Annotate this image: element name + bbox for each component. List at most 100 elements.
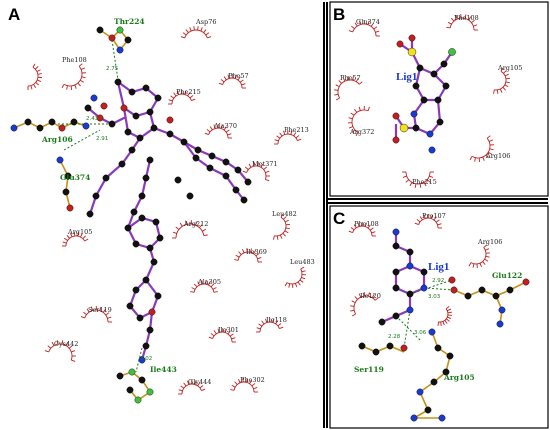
panel-letter-b: B: [333, 5, 345, 24]
carbon-atom: [154, 292, 162, 300]
carbon-atom: [152, 218, 160, 226]
carbon-atom: [412, 124, 420, 132]
nitrogen-atom: [416, 388, 424, 396]
carbon-atom: [372, 348, 380, 356]
panel-c-residue-bonds: [361, 281, 527, 419]
hydrophobic-contact-arc: [44, 340, 76, 362]
residue-label: Phe108: [454, 14, 479, 22]
nitrogen-atom: [138, 356, 146, 364]
ligand-label: Lig1: [428, 261, 449, 273]
carbon-atom: [102, 174, 110, 182]
residue-label-glu122: Glu122: [492, 271, 522, 280]
residue-label-ser119: Ser119: [354, 365, 384, 374]
oxygen-atom: [522, 278, 530, 286]
hydrophobic-contact-arc: [468, 244, 490, 268]
hbond-distance-label: 2.43: [86, 116, 99, 122]
panel-b-hydrophobic-contacts: [334, 14, 510, 188]
carbon-atom: [420, 268, 428, 276]
carbon-atom: [150, 258, 158, 266]
panel-a: 2.75 2.43 2.91 3.02 Thr224 Arg106 Glu374…: [10, 17, 315, 404]
carbon-atom: [116, 372, 124, 380]
residue-label: Ala370: [213, 122, 237, 130]
residue-label: Arg105: [497, 64, 522, 72]
carbon-atom: [142, 276, 150, 284]
panel-b: Lig1 Glu374 Phe108 Arg105 Phe57 Arg372 A…: [334, 14, 522, 188]
nitrogen-atom: [498, 306, 506, 314]
hydrophobic-contact-arc: [274, 129, 302, 145]
residue-label: Pro107: [422, 212, 446, 220]
oxygen-atom: [66, 204, 74, 212]
carbon-atom: [146, 326, 154, 334]
carbon-atom: [392, 242, 400, 250]
nitrogen-atom: [56, 156, 64, 164]
ligand-label: Lig1: [396, 71, 417, 83]
residue-label: Phe213: [284, 126, 309, 134]
hbond-distance-label: 2.92: [432, 278, 444, 284]
nitrogen-atom: [428, 328, 436, 336]
nitrogen-atom: [406, 262, 414, 270]
oxygen-atom: [96, 114, 104, 122]
panel-c-hydrophobic-contacts: [348, 213, 490, 326]
residue-label: Phe302: [240, 376, 265, 384]
hydrophobic-contact-arc: [273, 213, 290, 240]
carbon-atom: [222, 172, 230, 180]
residue-label: Leu483: [290, 258, 315, 266]
carbon-atom: [186, 192, 194, 200]
oxygen-atom: [400, 344, 408, 352]
nitrogen-atom: [82, 122, 90, 130]
nitrogen-atom: [410, 110, 418, 118]
oxygen-atom: [450, 286, 458, 294]
oxygen-atom: [148, 308, 156, 316]
carbon-atom: [174, 176, 182, 184]
carbon-atom: [194, 146, 202, 154]
nitrogen-atom: [10, 124, 18, 132]
carbon-atom: [180, 138, 188, 146]
halogen-atom: [448, 48, 456, 56]
carbon-atom: [430, 70, 438, 78]
carbon-atom: [138, 192, 146, 200]
hydrophobic-contact-arc: [27, 63, 42, 90]
oxygen-atom: [120, 104, 128, 112]
residue-label: Arg105: [67, 228, 92, 236]
carbon-atom: [392, 312, 400, 320]
carbon-atom: [126, 302, 134, 310]
hydrophobic-contact-arc: [61, 63, 86, 90]
carbon-atom: [132, 286, 140, 294]
hydrophobic-contact-arc: [437, 305, 452, 326]
nitrogen-atom: [410, 414, 418, 422]
hydrophobic-contact-arc: [256, 317, 284, 333]
carbon-atom: [114, 78, 122, 86]
sulfur-atom: [399, 123, 409, 133]
hydrophobic-contact-arc: [208, 327, 236, 343]
carbon-atom: [392, 268, 400, 276]
residue-label: Ile120: [360, 292, 381, 300]
hbond-distance-label: 3.02: [140, 356, 152, 362]
panel-letter-a: A: [8, 5, 20, 24]
carbon-atom: [132, 112, 140, 120]
residue-label: Met371: [252, 160, 278, 168]
carbon-atom: [132, 240, 140, 248]
oxygen-atom: [408, 34, 416, 42]
residue-label: Arg106: [485, 152, 510, 160]
oxygen-atom: [392, 112, 400, 120]
carbon-atom: [492, 292, 500, 300]
residue-label: Arg212: [183, 220, 208, 228]
carbon-atom: [156, 234, 164, 242]
residue-label-arg105: Arg105: [443, 373, 475, 382]
carbon-atom: [128, 146, 136, 154]
residue-label-ile443: Ile443: [150, 365, 177, 374]
oxygen-atom: [58, 124, 66, 132]
carbon-atom: [464, 292, 472, 300]
residue-label: Phe215: [412, 178, 437, 186]
residue-label: Ile118: [266, 316, 287, 324]
carbon-atom: [118, 160, 126, 168]
carbon-atom: [108, 120, 116, 128]
residue-label: Ala305: [197, 278, 221, 286]
sulfur-atom: [407, 47, 417, 57]
panel-dividers: [323, 1, 549, 429]
oxygen-atom: [100, 102, 108, 110]
hydrophobic-contact-arc: [469, 135, 494, 162]
carbon-atom: [442, 368, 450, 376]
carbon-atom: [130, 208, 138, 216]
carbon-atom: [64, 172, 72, 180]
